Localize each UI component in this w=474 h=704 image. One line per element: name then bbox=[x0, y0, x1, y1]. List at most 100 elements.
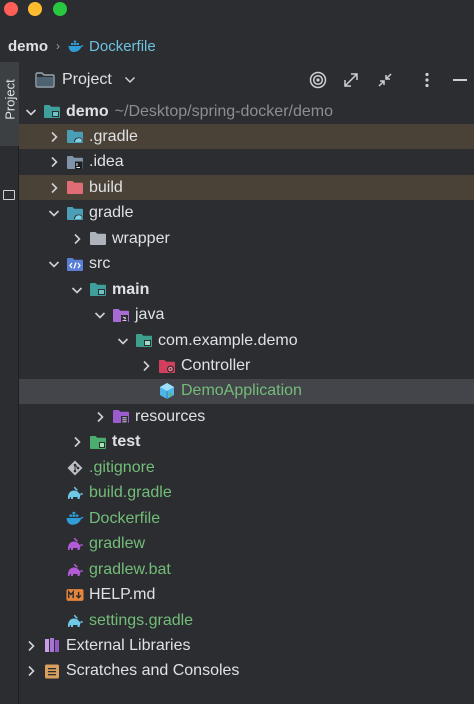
tree-item-gradle[interactable]: gradle bbox=[19, 201, 474, 226]
tree-item-label: .gradle bbox=[89, 127, 138, 145]
tree-item-label: java bbox=[135, 306, 165, 324]
tree-item-settings-gradle[interactable]: settings.gradle bbox=[19, 608, 474, 633]
tree-item-com-example-demo[interactable]: com.example.demo bbox=[19, 328, 474, 353]
tree-item-external-libraries[interactable]: External Libraries bbox=[19, 633, 474, 658]
folder-icon bbox=[89, 230, 107, 248]
expand-icon bbox=[344, 73, 358, 87]
module-folder-icon bbox=[89, 281, 107, 299]
git-icon bbox=[66, 459, 84, 477]
breadcrumb-file-label: Dockerfile bbox=[89, 37, 156, 55]
tree-item-gradle[interactable]: .gradle bbox=[19, 124, 474, 150]
collapse-all-button[interactable] bbox=[375, 70, 395, 90]
tree-spacer bbox=[46, 613, 62, 629]
chevron-right-icon[interactable] bbox=[23, 638, 39, 654]
tree-item-gradlew-bat[interactable]: gradlew.bat bbox=[19, 557, 474, 582]
tree-item-label: HELP.md bbox=[89, 586, 156, 604]
tree-item-label: Scratches and Consoles bbox=[66, 662, 240, 680]
tree-item-help-md[interactable]: HELP.md bbox=[19, 583, 474, 608]
chevron-down-icon[interactable] bbox=[115, 333, 131, 349]
resources-folder-icon bbox=[112, 408, 130, 426]
chevron-right-icon[interactable] bbox=[69, 231, 85, 247]
source-folder-icon bbox=[66, 255, 84, 273]
project-tool-window-tab[interactable]: Project bbox=[0, 62, 19, 146]
tree-spacer bbox=[138, 383, 154, 399]
tree-item-label: Dockerfile bbox=[89, 509, 161, 527]
tree-item-label: .gitignore bbox=[89, 458, 155, 476]
tree-item-controller[interactable]: Controller bbox=[19, 354, 474, 379]
project-view-title: Project bbox=[62, 71, 112, 88]
tree-item-label: build.gradle bbox=[89, 484, 172, 502]
chevron-right-icon[interactable] bbox=[138, 358, 154, 374]
tree-spacer bbox=[46, 485, 62, 501]
chevron-right-icon[interactable] bbox=[23, 663, 39, 679]
tree-item-idea[interactable]: .idea bbox=[19, 150, 474, 175]
chevron-right-icon[interactable] bbox=[46, 129, 62, 145]
target-icon bbox=[309, 71, 327, 89]
tree-item-resources[interactable]: resources bbox=[19, 404, 474, 429]
test-folder-icon bbox=[89, 433, 107, 451]
tree-item-label: main bbox=[112, 280, 150, 298]
project-folder-icon bbox=[35, 72, 55, 88]
tree-item-label: gradle bbox=[89, 204, 134, 222]
tree-item-path: ~/Desktop/spring-docker/demo bbox=[114, 102, 333, 120]
minimize-window-button[interactable] bbox=[28, 2, 42, 16]
window-titlebar bbox=[0, 0, 474, 20]
tree-item-demoapplication[interactable]: DemoApplication bbox=[19, 378, 474, 404]
tree-item-test[interactable]: test bbox=[19, 430, 474, 455]
breadcrumb-file[interactable]: Dockerfile bbox=[68, 38, 156, 55]
select-opened-file-button[interactable] bbox=[308, 70, 328, 90]
tree-item-label: build bbox=[89, 178, 123, 196]
gradlew-icon bbox=[66, 561, 84, 579]
package-icon bbox=[135, 332, 153, 350]
tree-item-main[interactable]: main bbox=[19, 277, 474, 302]
chevron-right-icon[interactable] bbox=[69, 434, 85, 450]
tool-window-strip: Project bbox=[0, 62, 19, 704]
zoom-window-button[interactable] bbox=[53, 2, 67, 16]
tree-spacer bbox=[46, 587, 62, 603]
project-view-selector[interactable]: Project bbox=[35, 71, 136, 89]
chevron-down-icon[interactable] bbox=[46, 256, 62, 272]
chevron-down-icon[interactable] bbox=[92, 307, 108, 323]
tree-item-label: Controller bbox=[181, 357, 251, 374]
gradlew-icon bbox=[66, 535, 84, 553]
chevron-down-icon bbox=[124, 76, 135, 84]
options-menu-button[interactable] bbox=[417, 70, 437, 90]
tree-item-scratches-and-consoles[interactable]: Scratches and Consoles bbox=[19, 659, 474, 684]
tree-item-build[interactable]: build bbox=[19, 175, 474, 201]
tree-item-gradlew[interactable]: gradlew bbox=[19, 532, 474, 557]
breadcrumb: demo › Dockerfile bbox=[0, 30, 474, 62]
close-window-button[interactable] bbox=[4, 2, 18, 16]
gradle-folder-icon bbox=[66, 204, 84, 222]
tree-item-demo[interactable]: demo~/Desktop/spring-docker/demo bbox=[19, 99, 474, 124]
structure-icon[interactable] bbox=[3, 190, 15, 200]
tree-spacer bbox=[46, 562, 62, 578]
tree-item-java[interactable]: java bbox=[19, 303, 474, 328]
more-vertical-icon bbox=[425, 72, 429, 88]
chevron-right-icon[interactable] bbox=[46, 180, 62, 196]
spring-class-icon bbox=[158, 382, 176, 400]
module-folder-icon bbox=[43, 103, 61, 121]
tree-item-dockerfile[interactable]: Dockerfile bbox=[19, 506, 474, 531]
tree-item-src[interactable]: src bbox=[19, 252, 474, 277]
tree-spacer bbox=[46, 536, 62, 552]
chevron-down-icon[interactable] bbox=[46, 205, 62, 221]
docker-icon bbox=[66, 510, 84, 528]
chevron-down-icon[interactable] bbox=[69, 282, 85, 298]
tree-item-label: External Libraries bbox=[66, 636, 191, 654]
java-source-folder-icon bbox=[112, 306, 130, 324]
tree-spacer bbox=[46, 511, 62, 527]
expand-all-button[interactable] bbox=[341, 70, 361, 90]
collapse-icon bbox=[378, 73, 392, 87]
project-panel: Project demo~/Desktop/spring-docker/demo… bbox=[19, 62, 474, 704]
chevron-down-icon[interactable] bbox=[23, 104, 39, 120]
tree-item-gitignore[interactable]: .gitignore bbox=[19, 455, 474, 480]
markdown-icon bbox=[66, 586, 84, 604]
tree-item-label: wrapper bbox=[112, 229, 170, 247]
hide-panel-button[interactable] bbox=[450, 70, 470, 90]
tree-item-build-gradle[interactable]: build.gradle bbox=[19, 481, 474, 506]
gradle-elephant-icon bbox=[66, 612, 84, 630]
tree-item-wrapper[interactable]: wrapper bbox=[19, 226, 474, 251]
chevron-right-icon[interactable] bbox=[92, 409, 108, 425]
chevron-right-icon[interactable] bbox=[46, 154, 62, 170]
breadcrumb-root[interactable]: demo bbox=[8, 37, 49, 55]
